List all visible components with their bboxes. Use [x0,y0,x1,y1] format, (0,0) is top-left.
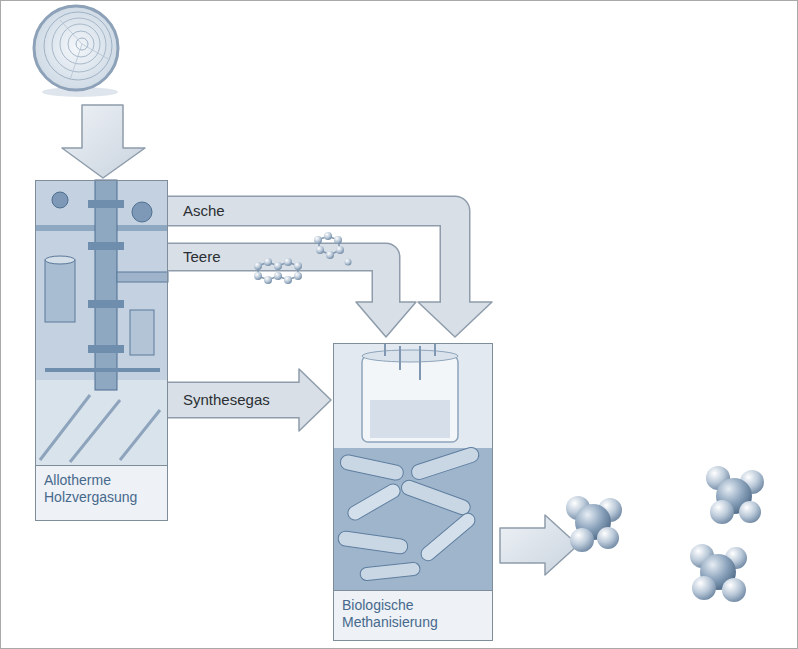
bacteria-picture [339,453,405,481]
reactor-picture [333,343,493,448]
gasifier-picture [35,380,168,465]
tar-molecule [264,258,272,266]
reactor-picture [333,343,493,448]
arrow-body [168,383,302,417]
methane-molecule [570,528,594,552]
methane-molecule [597,527,619,549]
bacteria-picture [360,562,421,581]
tar-molecule [254,262,262,270]
tar-molecule [274,272,282,280]
gasifier-picture [88,200,124,208]
wood-slice [52,18,106,72]
box-label-area: Biologische Methanisierung [334,590,492,640]
tar-molecule [314,232,352,266]
output-arrow [500,515,578,575]
tar-molecule [314,236,322,244]
wood-slice [34,6,118,97]
reactor-picture [362,356,458,442]
gasifier-picture [45,368,160,372]
tar-molecule [254,258,302,284]
flow-arrow [168,369,331,431]
tar-molecule [264,276,272,284]
methane-molecule [566,496,622,552]
arrow-outline [168,211,455,305]
bacteria-picture [418,510,478,563]
wood-slice [60,24,100,64]
flow-arrow [168,257,416,337]
wood-slice [44,12,112,80]
gasifier-picture [95,180,117,390]
methane-molecule [710,500,734,524]
bacteria-picture [345,481,402,522]
reactor-picture [385,343,435,380]
gasifier-picture [88,345,124,353]
gasifier-picture [35,180,168,465]
tar-molecule [345,259,352,266]
tar-molecule [316,246,324,254]
gasifier-picture [132,202,152,222]
wood-slice [68,31,94,57]
wood-slice [34,6,118,90]
arrow-body [168,211,455,305]
methane-molecule [690,544,747,602]
gasifier-picture [40,395,160,462]
arrow-head [356,302,416,337]
gasifier-picture [117,272,168,282]
gasifier-picture [35,180,168,465]
bacteria-picture [410,446,481,482]
gasifier-picture [130,310,154,355]
methane-molecule [692,576,716,600]
arrow-outline [168,382,302,419]
gasifier-picture [88,242,124,250]
bacteria-picture [399,478,472,517]
tar-molecule [326,251,334,259]
process-box: Biologische Methanisierung [333,343,493,641]
input-arrow [62,105,145,178]
tar-molecule [284,258,292,266]
box-label-area: Allotherme Holzvergasung [36,465,167,520]
box-title: Allotherme Holzvergasung [44,472,159,506]
gasifier-picture [45,256,75,264]
tar-molecule [274,262,282,270]
methane-molecule [706,466,764,524]
wood-slice [60,20,110,80]
tar-molecule [284,276,292,284]
gasifier-picture [88,300,124,308]
methane-molecule [739,501,761,523]
tar-molecule [324,232,332,240]
methane-molecule [722,578,746,602]
gasifier-picture [45,260,75,322]
gasifier-picture [52,192,68,208]
arrow-head [299,369,331,431]
flow-label: Teere [181,248,223,266]
reactor-picture [362,350,458,362]
bacteria-picture [337,530,408,555]
tar-molecule [334,236,342,244]
tar-molecule [294,262,302,270]
output-arrow [500,515,578,575]
reactor-picture [370,400,450,438]
tar-molecule [258,262,298,280]
bacteria-picture [333,446,493,590]
flow-label: Synthesegas [181,391,272,409]
arrow-head [418,302,492,337]
input-arrow [62,105,145,178]
box-title: Biologische Methanisierung [342,597,484,631]
process-box: Allotherme Holzvergasung [35,180,168,521]
flow-arrow [168,211,492,337]
flow-label: Asche [181,202,227,220]
tar-molecule [336,246,344,254]
tar-molecule [254,272,262,280]
tar-molecule [294,272,302,280]
